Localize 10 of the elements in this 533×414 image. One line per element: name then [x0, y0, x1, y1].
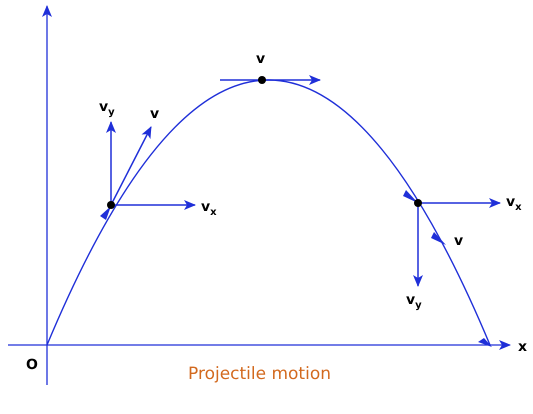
vector-label: v$_{x}$	[506, 195, 522, 213]
vector-label: v	[256, 52, 266, 66]
caption: Projectile motion	[188, 366, 331, 383]
vector-label: v$_{y}$	[99, 100, 115, 118]
vector-label: v$_{x}$	[201, 200, 217, 218]
axis-label: x	[518, 340, 528, 354]
vector-label: v	[150, 107, 160, 121]
vector-label: v$_{y}$	[406, 293, 422, 311]
origin-label: O	[26, 358, 38, 372]
vector-label: v	[454, 234, 464, 248]
